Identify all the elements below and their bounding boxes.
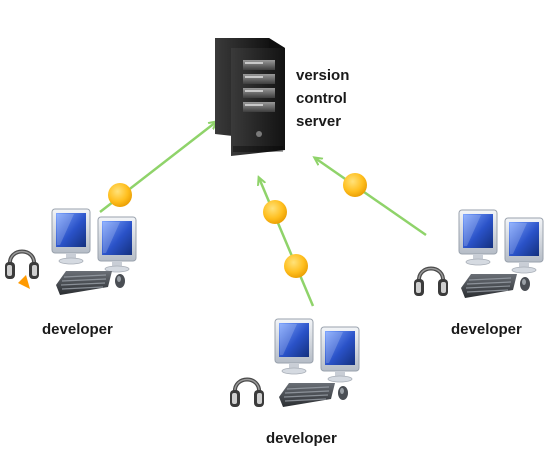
developer-label-left: developer bbox=[42, 321, 113, 338]
headphones-icon bbox=[228, 377, 266, 409]
node-dot bbox=[343, 173, 367, 197]
arrow-right-to-server bbox=[315, 158, 427, 237]
workstation-icon bbox=[228, 318, 360, 409]
developer-label-bottom: developer bbox=[266, 430, 337, 447]
headphones-icon bbox=[412, 266, 450, 298]
arrow-bottom-to-server bbox=[259, 178, 315, 307]
server-label-line: control bbox=[296, 90, 347, 107]
node-dot bbox=[284, 254, 308, 278]
server-label-line: server bbox=[296, 113, 342, 130]
node-dot bbox=[263, 200, 287, 224]
server-label: version control server bbox=[296, 64, 366, 133]
headphones-icon bbox=[3, 249, 41, 281]
server-tower-icon bbox=[215, 38, 285, 156]
server-label-line: version bbox=[296, 67, 350, 84]
developer-label-right: developer bbox=[451, 321, 522, 338]
workstation-icon bbox=[412, 209, 544, 299]
node-dot bbox=[108, 183, 132, 207]
workstation-icon bbox=[3, 208, 137, 296]
connection-nodes bbox=[108, 173, 367, 278]
